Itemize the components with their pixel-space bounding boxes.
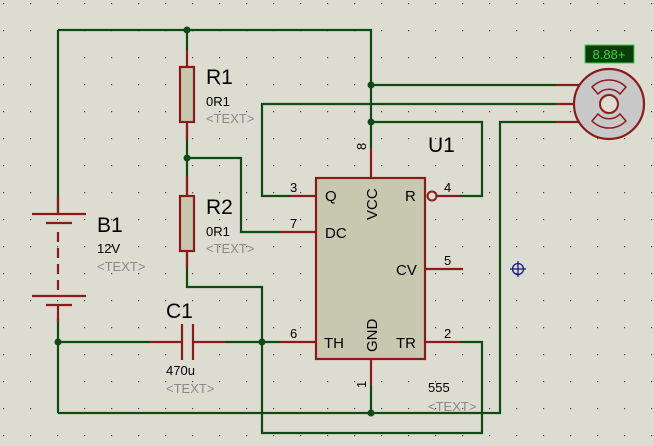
c1-ref-label: C1 xyxy=(166,300,193,323)
b1-ref-label: B1 xyxy=(97,214,123,237)
r1-text-placeholder: <TEXT> xyxy=(206,111,254,126)
junction-dot xyxy=(183,26,191,34)
u1-text-placeholder: <TEXT> xyxy=(428,399,476,414)
capacitor-c1[interactable]: C1 470u <TEXT> xyxy=(150,300,225,396)
resistor-r2[interactable]: R2 0R1 <TEXT> xyxy=(178,176,254,268)
pin-num-r: 4 xyxy=(444,180,451,195)
r2-value-label: 0R1 xyxy=(206,224,230,239)
junction-dot xyxy=(367,81,375,89)
junction-dot xyxy=(367,409,375,417)
motor-shaft xyxy=(599,94,619,114)
r2-text-placeholder: <TEXT> xyxy=(206,241,254,256)
wires xyxy=(54,26,556,435)
junction-dot xyxy=(183,154,191,162)
junction-dot xyxy=(258,338,266,346)
resistor-r2-body[interactable] xyxy=(178,194,196,253)
motor-component[interactable]: 8.88+ xyxy=(556,44,646,141)
pin-name-dc: DC xyxy=(325,225,347,242)
crosshair-cursor-icon xyxy=(510,261,526,277)
ic-u1-555[interactable]: 3 7 6 4 5 2 8 1 Q DC TH R CV TR VCC GND … xyxy=(280,134,476,414)
pin-name-th: TH xyxy=(324,335,344,352)
wire-motor-3[interactable] xyxy=(58,120,556,415)
pin-name-cv: CV xyxy=(396,262,417,279)
pin-name-tr: TR xyxy=(396,335,416,352)
u1-ref-label: U1 xyxy=(428,134,455,157)
pin-num-th: 6 xyxy=(290,326,297,341)
motor-speed-display xyxy=(584,44,635,64)
r2-ref-label: R2 xyxy=(206,196,233,219)
b1-value-label: 12V xyxy=(97,241,120,256)
pin-num-tr: 2 xyxy=(444,326,451,341)
motor-bottom-arc xyxy=(590,112,628,129)
pin-r-inversion-bubble xyxy=(426,190,438,202)
c1-value-label: 470u xyxy=(166,363,195,378)
pin-num-dc: 7 xyxy=(290,216,297,231)
battery-b1[interactable]: B1 12V <TEXT> xyxy=(32,196,145,322)
pin-num-vcc: 8 xyxy=(354,143,369,150)
pin-num-q: 3 xyxy=(290,180,297,195)
r1-value-label: 0R1 xyxy=(206,94,230,109)
pin-num-cv: 5 xyxy=(444,253,451,268)
wire-top-rail[interactable] xyxy=(58,28,373,85)
b1-text-placeholder: <TEXT> xyxy=(97,259,145,274)
r1-ref-label: R1 xyxy=(206,66,233,89)
pin-name-q: Q xyxy=(325,188,337,205)
wire-q-motor[interactable] xyxy=(260,102,556,198)
wire-reset[interactable] xyxy=(371,120,484,198)
resistor-r1-body[interactable] xyxy=(178,65,196,124)
u1-value-label: 555 xyxy=(428,380,450,395)
resistor-r1[interactable]: R1 0R1 <TEXT> xyxy=(178,50,254,140)
pin-name-vcc: VCC xyxy=(364,188,381,220)
wire-dc[interactable] xyxy=(187,156,280,234)
pin-num-gnd: 1 xyxy=(354,381,369,388)
c1-text-placeholder: <TEXT> xyxy=(166,381,214,396)
pin-name-gnd: GND xyxy=(364,319,381,353)
pin-name-r: R xyxy=(405,188,416,205)
motor-top-arc xyxy=(590,79,628,96)
motor-speed-readout: 8.88+ xyxy=(593,47,626,62)
wire-r2-bottom[interactable] xyxy=(185,250,484,435)
junction-dot xyxy=(367,118,375,126)
junction-dot xyxy=(54,338,62,346)
